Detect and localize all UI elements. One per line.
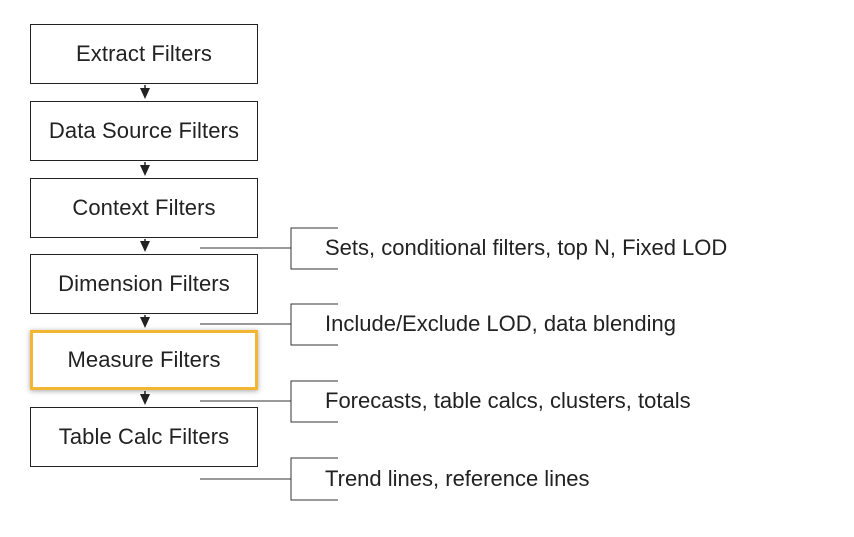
arrow-dimension-to-measure xyxy=(140,315,150,328)
arrow-datasource-to-context xyxy=(140,162,150,176)
stage-label: Dimension Filters xyxy=(58,271,230,296)
stage-label: Extract Filters xyxy=(76,41,212,66)
stage-data-source-filters: Data Source Filters xyxy=(30,101,258,161)
stage-extract-filters: Extract Filters xyxy=(30,24,258,84)
stage-dimension-filters: Dimension Filters xyxy=(30,254,258,314)
annotation-text: Trend lines, reference lines xyxy=(325,466,590,491)
arrow-context-to-dimension xyxy=(140,239,150,252)
stage-measure-filters: Measure Filters xyxy=(30,330,258,390)
annotation-text: Forecasts, table calcs, clusters, totals xyxy=(325,388,691,413)
annotation-connector-4 xyxy=(200,457,338,501)
stage-table-calc-filters: Table Calc Filters xyxy=(30,407,258,467)
annotation-connector-1 xyxy=(200,227,338,270)
stage-label: Measure Filters xyxy=(67,347,221,372)
annotation-text: Include/Exclude LOD, data blending xyxy=(325,311,677,336)
stage-label: Table Calc Filters xyxy=(58,424,230,449)
annotation-text: Sets, conditional filters, top N, Fixed … xyxy=(325,235,728,260)
annotation-connector-3 xyxy=(200,380,338,423)
stage-label: Context Filters xyxy=(72,195,216,220)
stage-label: Data Source Filters xyxy=(48,118,240,143)
annotation-connector-2 xyxy=(200,303,338,346)
stage-context-filters: Context Filters xyxy=(30,178,258,238)
arrow-extract-to-datasource xyxy=(140,85,150,99)
arrow-measure-to-tablecalc xyxy=(140,391,150,405)
